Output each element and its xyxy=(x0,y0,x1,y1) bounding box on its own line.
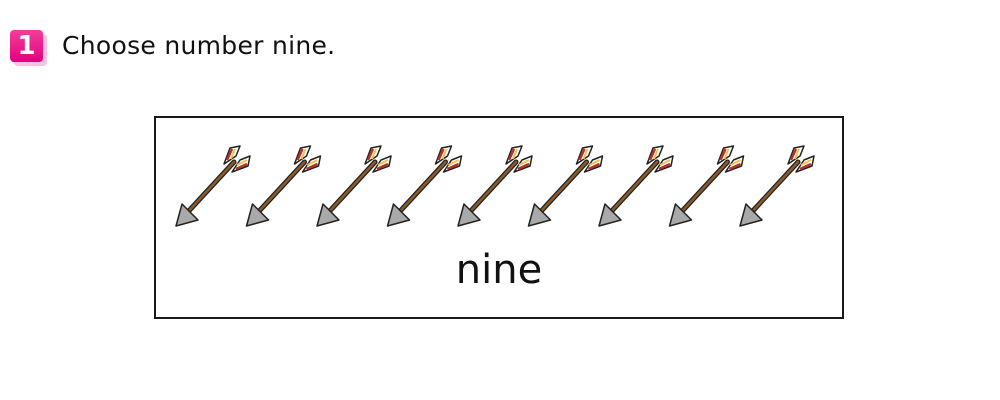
number-word: nine xyxy=(455,247,543,293)
answer-card[interactable]: nine xyxy=(154,116,844,319)
arrow-icon xyxy=(457,145,533,227)
arrow-icon xyxy=(175,145,251,227)
arrow-row xyxy=(175,145,815,227)
arrow-icon xyxy=(668,145,745,227)
arrow-icon xyxy=(527,145,604,227)
arrow-icon xyxy=(598,145,674,227)
arrow-icon xyxy=(386,145,463,227)
badge-face xyxy=(10,30,43,62)
question-number-badge: 1 xyxy=(10,30,48,66)
arrow-icon xyxy=(245,145,322,227)
question-number: 1 xyxy=(17,31,36,61)
arrow-icon xyxy=(316,145,392,227)
question-prompt: Choose number nine. xyxy=(62,31,336,60)
arrow-icon xyxy=(739,145,815,227)
